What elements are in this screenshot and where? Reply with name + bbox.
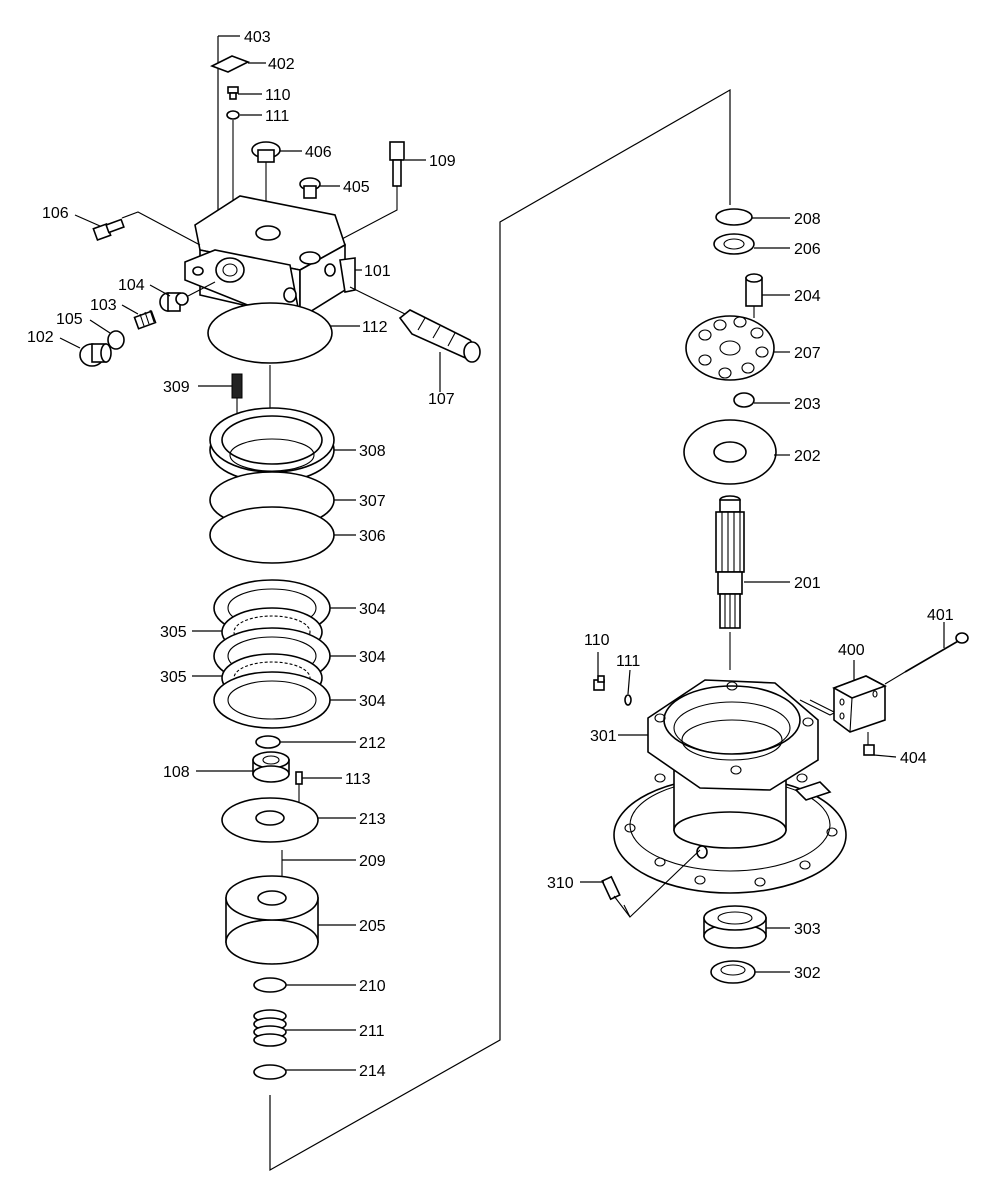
label-403: 403 [244, 29, 271, 46]
part-208-ring [715, 208, 790, 226]
part-112-o-ring [207, 302, 360, 364]
label-105: 105 [56, 311, 83, 328]
part-402-nameplate [210, 55, 266, 73]
label-406: 406 [305, 144, 332, 161]
label-211: 211 [359, 1023, 385, 1040]
label-204: 204 [794, 288, 821, 305]
label-210: 210 [359, 978, 386, 995]
label-308: 308 [359, 443, 386, 460]
part-203-shoe [733, 392, 790, 408]
part-110-plug-housing [593, 652, 605, 691]
part-304-plate-bottom [213, 671, 356, 729]
part-405-plug [299, 177, 340, 199]
label-310: 310 [547, 875, 574, 892]
part-310-plug [580, 849, 701, 918]
part-301-housing [613, 679, 847, 894]
label-111-housing: 111 [616, 653, 640, 670]
label-107: 107 [428, 391, 455, 408]
label-106: 106 [42, 205, 69, 222]
label-113: 113 [345, 771, 371, 788]
part-211-spring [253, 1009, 356, 1047]
part-201-drive-shaft [715, 495, 790, 670]
label-207: 207 [794, 345, 821, 362]
label-103: 103 [90, 297, 117, 314]
part-309-roller [198, 373, 243, 425]
part-308-ring [209, 407, 356, 483]
label-401: 401 [927, 607, 954, 624]
label-110: 110 [265, 87, 291, 104]
label-305-bottom: 305 [160, 669, 187, 686]
label-203: 203 [794, 396, 821, 413]
label-302: 302 [794, 965, 821, 982]
label-206: 206 [794, 241, 821, 258]
label-214: 214 [359, 1063, 386, 1080]
part-109-bolt [339, 141, 426, 241]
part-210-ring [253, 977, 356, 993]
part-106-fitting [74, 211, 201, 246]
label-111: 111 [265, 108, 289, 125]
label-101: 101 [364, 263, 391, 280]
label-108: 108 [163, 764, 190, 781]
part-404-plug [863, 732, 897, 758]
label-205: 205 [359, 918, 386, 935]
part-107-relief-valve [349, 286, 481, 392]
label-304-top: 304 [359, 601, 386, 618]
part-207-retainer-plate [685, 315, 790, 381]
assembly-connector-line [269, 88, 731, 1172]
label-402: 402 [268, 56, 295, 73]
part-212-snap-ring [255, 735, 356, 749]
label-213: 213 [359, 811, 386, 828]
label-102: 102 [27, 329, 54, 346]
label-109: 109 [429, 153, 456, 170]
part-400-valve-block [809, 660, 887, 733]
part-110-plug [227, 86, 262, 100]
part-213-plate [221, 797, 356, 843]
label-303: 303 [794, 921, 821, 938]
label-305-top: 305 [160, 624, 187, 641]
label-405: 405 [343, 179, 370, 196]
label-201: 201 [794, 575, 821, 592]
label-307: 307 [359, 493, 386, 510]
part-202-swash-plate [683, 419, 790, 485]
part-102-plug [59, 337, 112, 367]
label-208: 208 [794, 211, 821, 228]
label-306: 306 [359, 528, 386, 545]
label-104: 104 [118, 277, 145, 294]
part-103-spring [121, 304, 157, 330]
label-212: 212 [359, 735, 386, 752]
part-306-o-ring [209, 506, 356, 564]
label-309: 309 [163, 379, 190, 396]
part-206-bushing [713, 233, 790, 255]
part-302-seal [710, 960, 790, 984]
part-labels: 403 402 110 111 406 405 109 106 101 104 … [27, 29, 954, 1080]
label-209: 209 [359, 853, 386, 870]
part-401-bolt [884, 622, 969, 685]
part-303-bearing [703, 905, 790, 949]
label-304-mid: 304 [359, 649, 386, 666]
label-110-housing: 110 [584, 632, 610, 649]
part-101-valve-body [184, 195, 362, 320]
label-304-bottom: 304 [359, 693, 386, 710]
part-105-o-ring [89, 319, 125, 350]
label-404: 404 [900, 750, 927, 767]
label-400: 400 [838, 642, 865, 659]
part-108-bearing [196, 751, 290, 783]
label-301: 301 [590, 728, 617, 745]
label-112: 112 [362, 319, 388, 336]
part-111-o-ring-housing [624, 669, 632, 706]
part-104-piston [149, 281, 216, 312]
part-205-cylinder-block [225, 875, 356, 965]
part-204-pin [745, 273, 790, 318]
part-406-cap [251, 141, 302, 228]
part-214-ring [253, 1064, 356, 1080]
label-202: 202 [794, 448, 821, 465]
